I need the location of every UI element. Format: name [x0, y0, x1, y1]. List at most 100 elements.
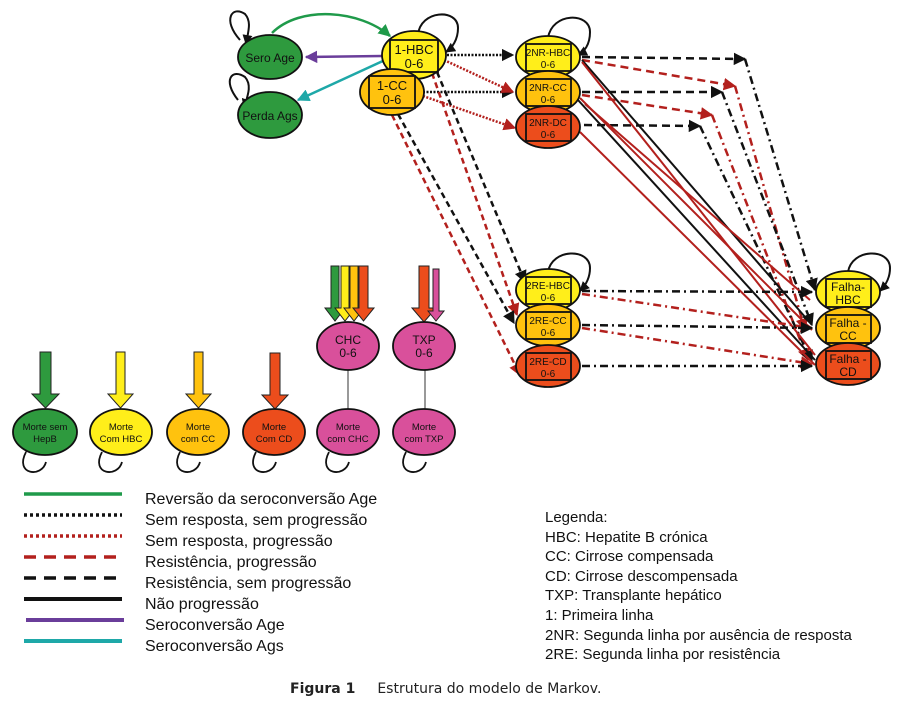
glossary-item: HBC: Hepatite B crónica — [545, 528, 708, 546]
edge-to-falha-5 — [698, 125, 814, 364]
figure-label: Figura 1 — [290, 681, 356, 697]
node-morte-chc-label: Morte — [336, 422, 360, 433]
node-2re-cc: 2RE-CC 0-6 — [515, 303, 581, 347]
figure-caption-text: Estrutura do modelo de Markov. — [377, 681, 602, 697]
node-2re-hbc-label: 2RE-HBC — [526, 281, 570, 292]
edge-reversal-age — [271, 13, 391, 37]
edge-nr-hbc-right-red — [581, 58, 737, 91]
legend-label: Resistência, sem progressão — [145, 575, 352, 592]
block-arrow-green-morte-sem — [30, 351, 61, 409]
block-arrow-magenta-txp — [426, 268, 446, 322]
node-morte-hbc: Morte Com HBC — [89, 408, 153, 456]
legend-label: Reversão da seroconversão Age — [145, 491, 378, 508]
loop-perda-ags — [228, 72, 252, 109]
node-2nr-dc-sub: 0-6 — [541, 130, 556, 141]
node-chc: CHC 0-6 — [316, 321, 380, 371]
node-chc-label: CHC — [335, 333, 361, 347]
edge-nr-cc-falha-red — [579, 97, 813, 331]
edge-cc1-re-cd — [390, 114, 522, 377]
node-1-hbc-sub: 0-6 — [405, 56, 424, 71]
block-arrow-yellow-morte-hbc — [106, 351, 135, 409]
node-2re-cd-label: 2RE-CD — [529, 357, 566, 368]
edges — [22, 10, 892, 473]
loop-hbc1 — [417, 13, 460, 53]
node-falha-cc: Falha - CC — [815, 306, 881, 350]
node-morte-cc-label: Morte — [186, 422, 210, 433]
node-perda-ags: Perda Ags — [237, 91, 303, 139]
legend-label: Sem resposta, progressão — [145, 533, 333, 550]
node-morte-txp-label: Morte — [412, 422, 436, 433]
node-falha-cd: Falha - CD — [815, 342, 881, 386]
node-morte-txp: Morte com TXP — [392, 408, 456, 456]
loop-re-hbc — [547, 252, 592, 292]
edge-nr-dc-falha-red — [579, 131, 816, 366]
edge-re-cc-falha-cc — [581, 321, 814, 335]
edge-nr-dc-right — [583, 119, 702, 133]
nodes: Sero Age Perda Ags 1-HBC 0-6 1-CC 0-6 2N… — [12, 30, 881, 456]
node-2re-cc-label: 2RE-CC — [529, 316, 566, 327]
node-2nr-hbc-sub: 0-6 — [541, 60, 556, 71]
edge-re-hbc-falha-hbc — [581, 285, 814, 299]
loop-falha-hbc — [847, 252, 892, 292]
node-2nr-hbc-label: 2NR-HBC — [526, 48, 570, 59]
node-falha-cd-sub: CD — [839, 365, 857, 379]
edge-hbc1-re-cc — [430, 72, 520, 317]
node-morte-txp-sub: com TXP — [405, 434, 444, 445]
node-falha-hbc: Falha- HBC — [815, 270, 881, 314]
node-2re-cc-sub: 0-6 — [541, 328, 556, 339]
node-falha-hbc-sub: HBC — [835, 293, 861, 307]
node-1-hbc: 1-HBC 0-6 — [381, 30, 447, 80]
edge-nr-hbc-falha-black — [581, 59, 813, 326]
node-morte-hbc-sub: Com HBC — [100, 434, 143, 445]
glossary-title: Legenda: — [545, 509, 608, 526]
node-morte-cd-sub: Com CD — [256, 434, 293, 445]
node-2nr-dc-label: 2NR-DC — [529, 118, 567, 129]
node-morte-sem-hepb: Morte sem HepB — [12, 408, 78, 456]
loop-morte-hbc — [98, 451, 123, 473]
node-sero-age-label: Sero Age — [245, 51, 295, 65]
node-txp: TXP 0-6 — [392, 321, 456, 371]
edge-to-falha-1 — [743, 58, 818, 292]
glossary-item: 2NR: Segunda linha por ausência de respo… — [545, 626, 852, 644]
legend-label: Seroconversão Age — [145, 617, 285, 634]
legend-label: Sem resposta, sem progressão — [145, 512, 368, 529]
edge-cc1-re-cc — [396, 113, 516, 325]
edge-hbc1-nr-cc — [443, 58, 515, 94]
edge-cc1-nr-dc — [422, 94, 517, 131]
edge-to-falha-2 — [733, 85, 808, 332]
legend-label: Resistência, progressão — [145, 554, 317, 571]
node-morte-hbc-label: Morte — [109, 422, 133, 433]
node-sero-age: Sero Age — [237, 34, 303, 80]
loop-morte-cc — [176, 451, 201, 473]
node-1-cc-label: 1-CC — [377, 78, 407, 93]
node-morte-sem-hepb-label: Morte sem — [23, 422, 68, 433]
node-morte-sem-hepb-sub: HepB — [33, 434, 57, 445]
edge-hbc1-re-hbc — [435, 71, 527, 284]
node-falha-hbc-label: Falha- — [831, 280, 865, 294]
node-perda-ags-label: Perda Ags — [242, 109, 297, 123]
glossary: Legenda: HBC: Hepatite B crónica CC: Cir… — [545, 508, 852, 665]
edge-nr-cc-falha-black — [577, 99, 816, 361]
glossary-item: 2RE: Segunda linha por resistência — [545, 646, 781, 664]
node-morte-cc: Morte com CC — [166, 408, 230, 456]
edge-nr-extra-red — [584, 103, 811, 301]
node-chc-sub: 0-6 — [339, 346, 357, 360]
edge-re-cc-falha-cd — [581, 326, 814, 369]
legend-label: Seroconversão Ags — [145, 638, 284, 655]
block-arrow-gold-morte-cc — [184, 351, 213, 409]
node-txp-sub: 0-6 — [415, 346, 433, 360]
node-2nr-cc-sub: 0-6 — [541, 95, 556, 106]
edge-nr-hbc-right — [581, 52, 747, 66]
node-falha-cc-label: Falha - — [829, 316, 866, 330]
loop-sero-age — [229, 10, 253, 45]
legend-label: Não progressão — [145, 596, 259, 613]
edge-seroconversion-ags — [296, 58, 386, 102]
node-morte-cd-label: Morte — [262, 422, 286, 433]
node-falha-cc-sub: CC — [839, 329, 857, 343]
line-legend-swatches — [24, 492, 124, 643]
glossary-item: CC: Cirrose compensada — [545, 548, 714, 566]
node-1-cc-sub: 0-6 — [383, 92, 402, 107]
glossary-item: TXP: Transplante hepático — [545, 587, 722, 605]
node-2re-cd: 2RE-CD 0-6 — [515, 344, 581, 388]
